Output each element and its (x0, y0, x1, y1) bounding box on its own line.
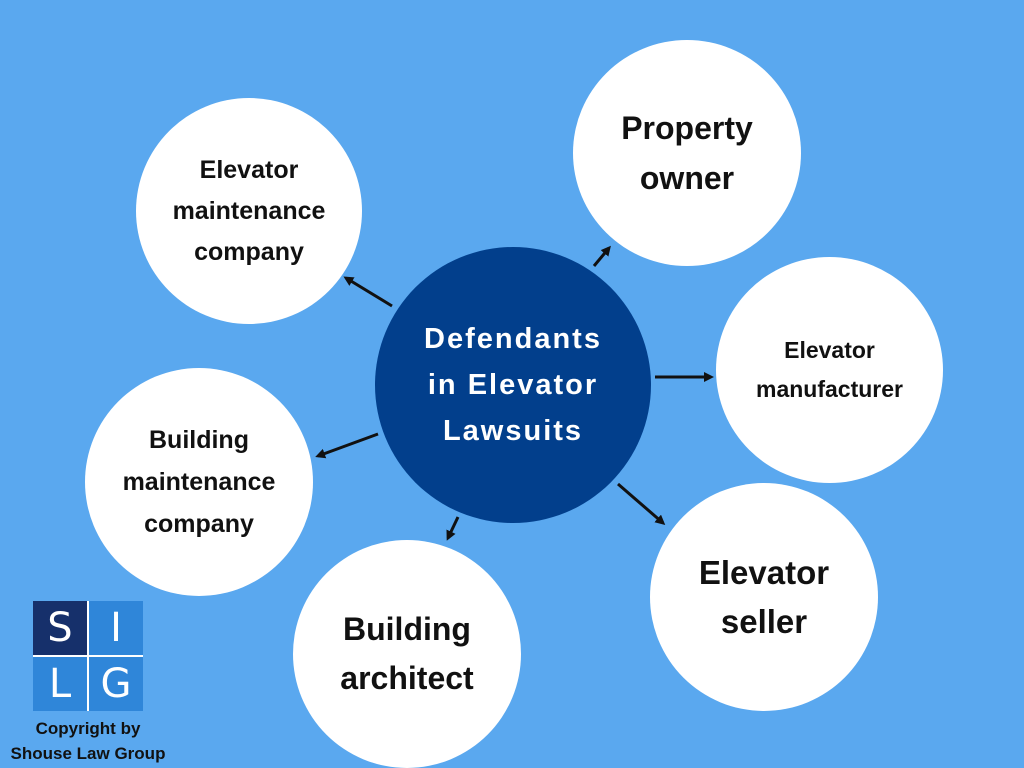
logo-letter: L (33, 657, 87, 711)
node-label: Elevator seller (699, 548, 829, 646)
arrow-to-building-maintenance-company (315, 432, 379, 459)
logo-letter: G (89, 657, 143, 711)
node-label: Building architect (340, 605, 473, 703)
node-label-line: company (194, 237, 304, 266)
center-label-line: Defendants (424, 323, 602, 355)
slg-logo: S I L G (33, 601, 143, 711)
node-label-line: Property (621, 110, 753, 146)
node-label-line: Elevator (199, 155, 299, 184)
copyright-line: Shouse Law Group (10, 744, 166, 763)
node-elevator-seller: Elevator seller (650, 483, 878, 711)
center-label-line: in Elevator (427, 369, 599, 401)
center-node-defendants: Defendants in Elevator Lawsuits (375, 247, 651, 523)
arrow-to-building-architect (446, 516, 460, 541)
node-label-line: owner (639, 160, 735, 196)
node-label-line: maintenance (172, 196, 326, 225)
node-property-owner: Property owner (573, 40, 801, 266)
node-label-line: manufacturer (756, 376, 903, 402)
logo-letter: I (89, 601, 143, 655)
node-label-line: maintenance (122, 468, 276, 496)
node-elevator-manufacturer: Elevator manufacturer (716, 257, 943, 483)
node-label-line: Elevator (698, 554, 830, 591)
logo-letter: S (33, 601, 87, 655)
node-building-maintenance-company: Building maintenance company (85, 368, 313, 596)
node-label-line: Building (149, 426, 249, 454)
node-elevator-maintenance-company: Elevator maintenance company (136, 98, 362, 324)
node-label-line: company (144, 510, 254, 538)
center-label-line: Lawsuits (442, 415, 584, 447)
copyright-line: Copyright by (35, 719, 141, 738)
node-building-architect: Building architect (293, 540, 521, 768)
node-label: Property owner (621, 103, 753, 203)
arrow-to-elevator-maintenance-company (343, 276, 393, 308)
node-label-line: architect (340, 660, 474, 696)
node-label: Elevator maintenance company (173, 150, 326, 273)
copyright-notice: Copyright by Shouse Law Group (0, 716, 176, 766)
arrow-to-property-owner (592, 245, 611, 267)
arrow-to-elevator-seller (617, 482, 666, 525)
node-label: Elevator manufacturer (756, 331, 903, 409)
node-label-line: Building (343, 611, 471, 647)
node-label-line: Elevator (784, 337, 875, 363)
node-label-line: seller (720, 603, 808, 640)
center-node-label: Defendants in Elevator Lawsuits (398, 316, 628, 454)
node-label: Building maintenance company (123, 419, 276, 545)
